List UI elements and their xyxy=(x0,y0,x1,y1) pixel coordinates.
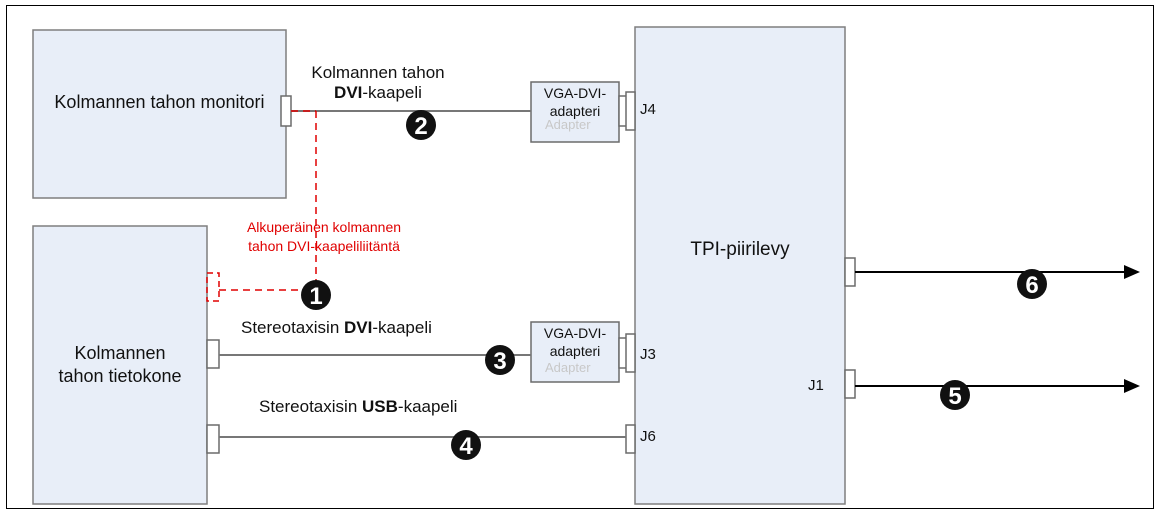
marker-3: 3 xyxy=(485,345,515,375)
arrow-6-head xyxy=(1124,265,1140,279)
adapter-top-label: VGA-DVI-adapteri xyxy=(543,85,607,119)
tpi-port-j3 xyxy=(625,333,636,373)
svg-text:4: 4 xyxy=(459,433,473,460)
svg-text:3: 3 xyxy=(493,348,506,375)
original-computer-port xyxy=(206,272,220,302)
original-connection-note: Alkuperäinen kolmannen tahon DVI-kaapeli… xyxy=(246,219,402,254)
adapter-bottom-label: VGA-DVI-adapteri xyxy=(543,325,607,359)
monitor-label: Kolmannen tahon monitori xyxy=(54,92,265,112)
diagram-frame xyxy=(6,5,1154,509)
svg-text:2: 2 xyxy=(414,113,427,140)
tpi-port-6 xyxy=(844,257,856,287)
marker-4: 4 xyxy=(451,430,481,460)
jack-j4-label: J4 xyxy=(640,101,656,118)
third-party-dvi-cable-label: Kolmannen tahon DVI-kaapeli xyxy=(311,63,445,102)
jack-j3-label: J3 xyxy=(640,346,656,363)
computer-port-dvi xyxy=(206,339,220,369)
tpi-port-j1 xyxy=(844,369,856,399)
jack-j1-label: J1 xyxy=(808,377,824,394)
cables xyxy=(219,110,626,438)
tpi-port-j6 xyxy=(625,424,636,454)
svg-text:1: 1 xyxy=(309,283,322,310)
jack-j6-label: J6 xyxy=(640,428,656,445)
tpi-port-j4 xyxy=(625,91,636,131)
marker-1: 1 xyxy=(301,280,331,310)
output-arrows xyxy=(855,271,1128,387)
marker-6: 6 xyxy=(1017,269,1047,299)
svg-text:6: 6 xyxy=(1025,272,1038,299)
monitor-box xyxy=(32,29,287,199)
stereotaxis-dvi-cable-label: Stereotaxisin DVI-kaapeli xyxy=(241,318,432,337)
svg-text:5: 5 xyxy=(948,383,961,410)
original-connection-path xyxy=(219,110,317,291)
adapter-bottom-ghost: Adapter xyxy=(545,360,591,375)
adapter-top-ghost: Adapter xyxy=(545,117,591,132)
tpi-board-box xyxy=(634,26,846,505)
marker-5: 5 xyxy=(940,380,970,410)
stereotaxis-usb-cable-label: Stereotaxisin USB-kaapeli xyxy=(259,397,458,416)
vga-dvi-adapter-top xyxy=(530,81,620,143)
marker-2: 2 xyxy=(406,110,436,140)
computer-label: Kolmannen tahon tietokone xyxy=(58,343,182,386)
computer-box xyxy=(32,225,208,505)
computer-port-usb xyxy=(206,424,220,454)
tpi-board-label: TPI-piirilevy xyxy=(690,239,790,260)
arrow-5-head xyxy=(1124,379,1140,393)
ports xyxy=(206,91,856,454)
